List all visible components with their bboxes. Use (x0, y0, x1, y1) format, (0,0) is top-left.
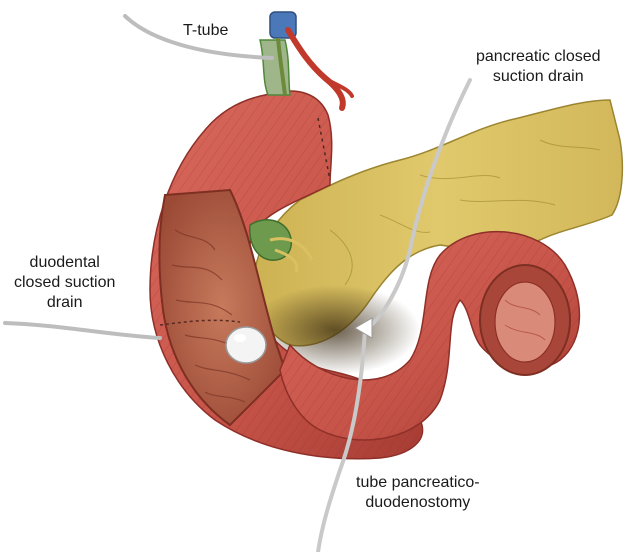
label-pancreaticoduodenostomy-line2: duodenostomy (356, 493, 480, 513)
label-t-tube-text: T-tube (183, 21, 228, 41)
label-pancreatic-drain: pancreatic closed suction drain (476, 47, 601, 87)
label-duodenal-drain-line2: closed suction (14, 273, 115, 293)
duodenal-drain-line (5, 323, 160, 338)
label-pancreatic-drain-line2: suction drain (476, 67, 601, 87)
label-duodenal-drain-line3: drain (14, 293, 115, 313)
label-duodenal-drain: duodental closed suction drain (14, 253, 115, 313)
label-pancreatic-drain-line1: pancreatic closed (476, 47, 601, 67)
label-pancreaticoduodenostomy-line1: tube pancreatico- (356, 473, 480, 493)
label-duodenal-drain-line1: duodental (14, 253, 115, 273)
label-pancreaticoduodenostomy: tube pancreatico- duodenostomy (356, 473, 480, 513)
label-t-tube: T-tube (183, 21, 228, 41)
